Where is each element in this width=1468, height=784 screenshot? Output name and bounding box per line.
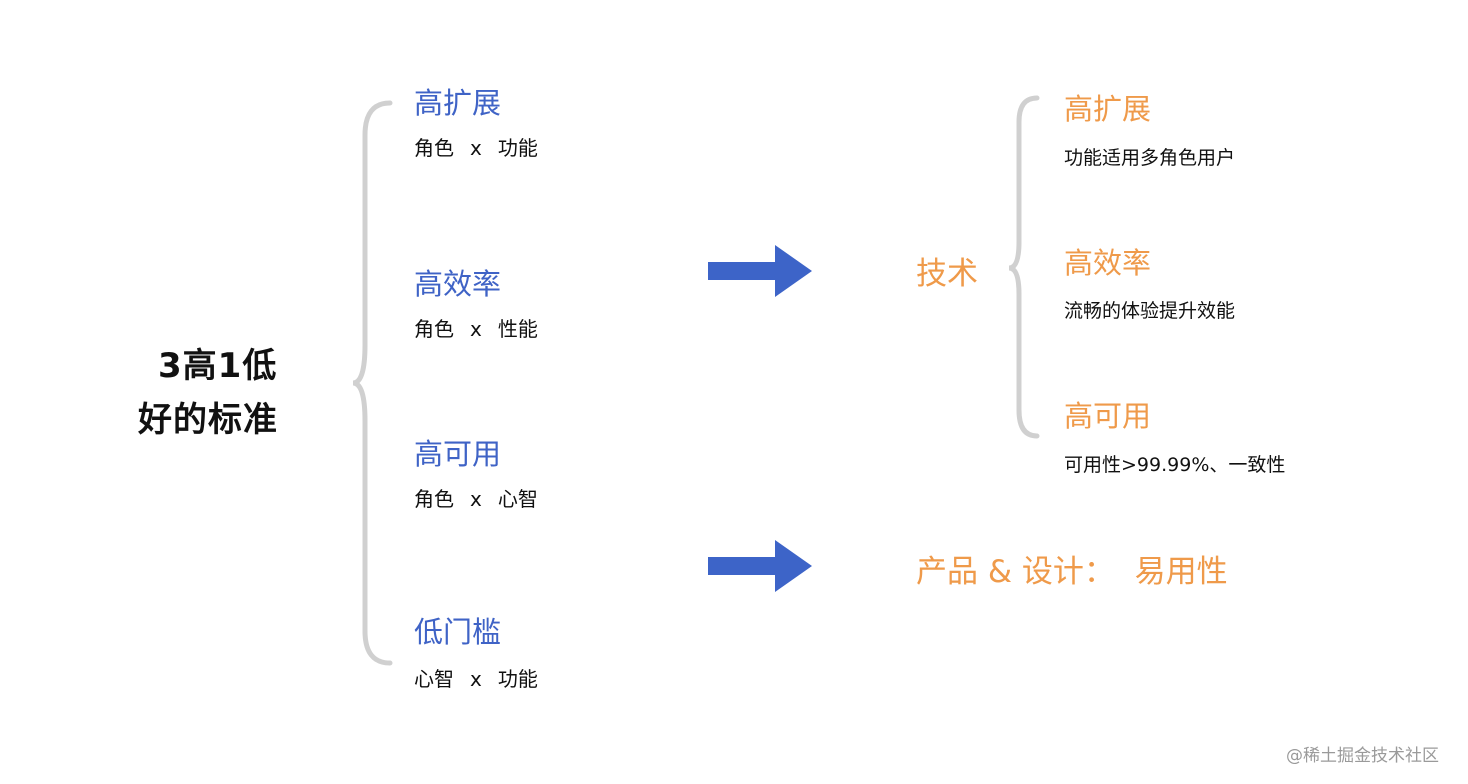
tech-item-desc: 可用性>99.99%、一致性 <box>1064 454 1286 476</box>
tech-label: 技术 <box>916 256 978 292</box>
watermark-text: @稀土掘金技术社区 <box>1286 746 1439 766</box>
formula-left: 角色 <box>414 317 454 341</box>
formula-left: 心智 <box>414 667 454 691</box>
right-arrow-icon <box>708 245 812 297</box>
tech-item-title: 高效率 <box>1064 246 1152 280</box>
standard-title: 高可用 <box>414 437 502 471</box>
standard-title: 低门槛 <box>414 615 502 649</box>
formula-operator: x <box>470 136 482 160</box>
formula-right: 功能 <box>497 667 538 691</box>
tech-item-title: 高扩展 <box>1064 92 1152 126</box>
right-curly-brace <box>1008 95 1040 439</box>
formula-left: 角色 <box>414 136 454 160</box>
standard-formula: 角色 x 心智 <box>414 483 538 512</box>
formula-right: 功能 <box>497 136 538 160</box>
center-title-line1: 3高1低 <box>158 346 278 386</box>
center-title-line2: 好的标准 <box>138 400 278 440</box>
formula-operator: x <box>470 667 482 691</box>
formula-right: 性能 <box>497 317 538 341</box>
formula-left: 角色 <box>414 487 454 511</box>
standard-formula: 心智 x 功能 <box>414 663 538 692</box>
standard-formula: 角色 x 性能 <box>414 313 538 342</box>
standard-formula: 角色 x 功能 <box>414 132 538 161</box>
formula-operator: x <box>470 317 482 341</box>
product-design-label: 产品 & 设计： 易用性 <box>916 554 1228 590</box>
standard-title: 高扩展 <box>414 86 502 120</box>
formula-operator: x <box>470 487 482 511</box>
left-curly-brace <box>352 100 393 666</box>
tech-item-title: 高可用 <box>1064 399 1152 433</box>
tech-item-desc: 功能适用多角色用户 <box>1064 147 1236 169</box>
right-arrow-icon <box>708 540 812 592</box>
tech-item-desc: 流畅的体验提升效能 <box>1064 300 1236 322</box>
formula-right: 心智 <box>497 487 538 511</box>
standard-title: 高效率 <box>414 267 502 301</box>
